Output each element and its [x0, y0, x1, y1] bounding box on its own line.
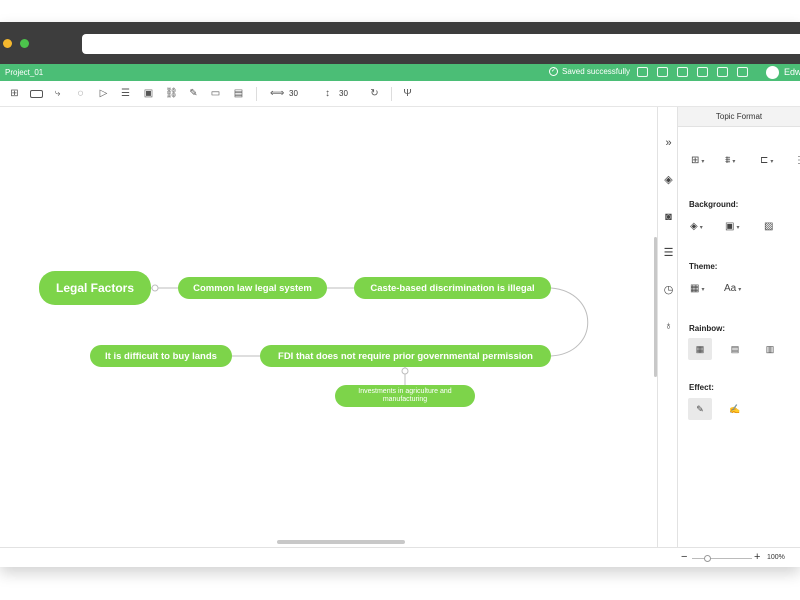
summary-icon[interactable]: ☰ — [121, 88, 130, 99]
topic-fdi[interactable]: FDI that does not require prior governme… — [260, 345, 551, 367]
image-icon[interactable]: ▣ — [143, 88, 154, 99]
refresh-icon[interactable]: ↻ — [370, 88, 379, 99]
mindmap-canvas[interactable]: Legal Factors Common law legal system Ca… — [0, 107, 655, 547]
app-header: Project_01 ✓ Saved successfully Edw — [0, 64, 800, 81]
zoom-slider-handle[interactable] — [704, 555, 711, 562]
hand-drawn-icon: ✍ — [729, 403, 741, 414]
height-spacing-icon: ↕ — [325, 88, 330, 99]
check-circle-icon: ✓ — [549, 67, 558, 76]
effect-option-1[interactable]: ✎ — [688, 398, 712, 420]
pen-icon: ✎ — [696, 403, 704, 414]
app-window: Project_01 ✓ Saved successfully Edw ⊞ ⤷ … — [0, 22, 800, 567]
tab-topic-format[interactable]: Topic Format — [678, 107, 800, 127]
fill-bucket-icon[interactable]: ◈▾ — [690, 221, 703, 232]
grid-icon: ▥ — [765, 343, 775, 354]
user-name[interactable]: Edw — [784, 67, 800, 77]
share-link-icon[interactable] — [697, 67, 708, 77]
status-bar: − + 100% — [0, 547, 800, 567]
watermark-icon[interactable]: ▨ — [764, 221, 774, 232]
boundary-icon[interactable]: ▷ — [99, 88, 108, 99]
toolbar: ⊞ ⤷ ◌ ▷ ☰ ▣ ⛓ ✎ ▭ ▤ ⟺ 30 ↕ 30 ↻ Ψ — [0, 81, 800, 107]
rainbow-option-3[interactable]: ▥ — [758, 338, 782, 360]
share-icon[interactable] — [717, 67, 728, 77]
height-spacing-input[interactable]: 30 — [339, 89, 348, 98]
background-image-icon[interactable]: ▣▾ — [725, 221, 740, 232]
zoom-level[interactable]: 100% — [767, 554, 785, 561]
format-brush-icon[interactable]: ◈ — [664, 174, 673, 186]
horizontal-scrollbar[interactable] — [277, 540, 405, 544]
rainbow-option-2[interactable]: ▤ — [723, 338, 747, 360]
save-status: ✓ Saved successfully — [549, 67, 630, 76]
grid-icon: ▦ — [695, 343, 705, 354]
width-spacing-input[interactable]: 30 — [289, 89, 298, 98]
address-bar[interactable] — [82, 34, 800, 54]
central-topic[interactable]: Legal Factors — [39, 271, 151, 305]
background-label: Background: — [689, 200, 739, 209]
theme-color-icon[interactable]: ▦▾ — [690, 283, 705, 294]
save-status-text: Saved successfully — [562, 67, 631, 76]
topic-icon[interactable]: ⊞ — [10, 88, 19, 99]
browser-bar — [0, 22, 800, 64]
structure-layout-icon[interactable]: ⩩▾ — [725, 155, 736, 166]
header-actions — [637, 67, 748, 77]
grid-icon: ▤ — [730, 343, 740, 354]
rainbow-label: Rainbow: — [689, 324, 725, 333]
width-spacing-icon: ⟺ — [270, 88, 285, 99]
side-toolbar: » ◈ ◙ ☰ ◷ ♁ — [657, 107, 678, 547]
subtopic-icon[interactable] — [30, 90, 43, 98]
toolbar-divider — [391, 87, 392, 101]
more-layout-icon[interactable]: ⋮ — [794, 155, 800, 166]
link-icon[interactable]: ⛓ — [165, 88, 178, 99]
format-panel: Topic Format ⊞▾ ⩩▾ ⊏▾ ⋮ Background: ◈▾ ▣… — [678, 107, 800, 547]
send-icon[interactable] — [677, 67, 688, 77]
history-icon[interactable]: ◷ — [663, 284, 674, 296]
outline-icon[interactable]: ☰ — [663, 247, 674, 259]
theme-label: Theme: — [689, 262, 718, 271]
zoom-out-button[interactable]: − — [681, 551, 688, 563]
structure-icon[interactable]: Ψ — [403, 88, 412, 99]
theme-font-text: Aa — [724, 283, 737, 294]
topic-lands[interactable]: It is difficult to buy lands — [90, 345, 232, 367]
vertical-scrollbar[interactable] — [654, 237, 657, 377]
topic-caste[interactable]: Caste-based discrimination is illegal — [354, 277, 551, 299]
topic-common-law[interactable]: Common law legal system — [178, 277, 327, 299]
collapse-panel-icon[interactable]: » — [665, 137, 672, 149]
layout-icon[interactable]: ⊞▾ — [691, 155, 705, 166]
effect-option-2[interactable]: ✍ — [723, 398, 747, 420]
pencil-icon[interactable]: ✎ — [189, 88, 198, 99]
comment-icon[interactable]: ▭ — [210, 88, 221, 99]
idea-icon[interactable]: ♁ — [664, 320, 673, 332]
minimize-window-button[interactable] — [3, 39, 12, 48]
zoom-slider[interactable] — [692, 558, 752, 559]
clip-art-icon[interactable]: ◙ — [665, 211, 672, 223]
avatar[interactable] — [766, 66, 779, 79]
project-name[interactable]: Project_01 — [5, 68, 44, 77]
toolbar-divider — [256, 87, 257, 101]
connector-style-icon[interactable]: ⊏▾ — [760, 155, 774, 166]
theme-font-dropdown[interactable]: Aa▾ — [724, 283, 742, 294]
relationship-icon[interactable]: ⤷ — [54, 88, 61, 99]
subtopic-investments[interactable]: Investments in agriculture and manufactu… — [335, 385, 475, 407]
rainbow-option-1[interactable]: ▦ — [688, 338, 712, 360]
effect-label: Effect: — [689, 383, 714, 392]
connector-lines — [150, 284, 589, 385]
callout-icon[interactable]: ◌ — [77, 88, 84, 99]
note-icon[interactable]: ▤ — [233, 88, 244, 99]
zoom-in-button[interactable]: + — [754, 551, 761, 563]
export-icon[interactable] — [657, 67, 668, 77]
save-icon[interactable] — [637, 67, 648, 77]
maximize-window-button[interactable] — [20, 39, 29, 48]
present-icon[interactable] — [737, 67, 748, 77]
